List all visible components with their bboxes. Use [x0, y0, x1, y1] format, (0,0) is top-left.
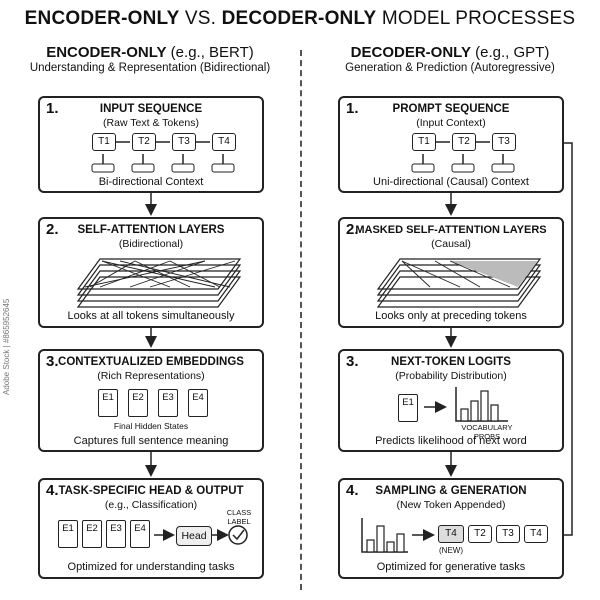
- encoder-step-1-number: 1.: [46, 100, 59, 117]
- encoder-step-2-box: 2. SELF-ATTENTION LAYERS (Bidirectional)…: [38, 217, 264, 328]
- encoder-step-4-box: 4. TASK-SPECIFIC HEAD & OUTPUT (e.g., Cl…: [38, 478, 264, 579]
- title-vs: VS.: [179, 8, 222, 29]
- encoder-step-3-box: 3. CONTEXTUALIZED EMBEDDINGS (Rich Repre…: [38, 349, 264, 452]
- decoder-heading-bold: DECODER-ONLY: [350, 44, 471, 61]
- encoder-step-4-caption: Optimized for understanding tasks: [67, 561, 235, 573]
- decoder-token-t1: T1: [412, 133, 436, 151]
- vocab-probability-chart: [424, 387, 508, 422]
- encoder-context-arrows: [91, 154, 235, 173]
- page-title: ENCODER-ONLY VS. DECODER-ONLY MODEL PROC…: [0, 8, 600, 30]
- decoder-step-4-caption: Optimized for generative tasks: [376, 561, 526, 573]
- decoder-step-4-number: 4.: [346, 482, 359, 499]
- class-label: CLASS LABEL: [226, 508, 252, 526]
- decoder-token-t2: T2: [452, 133, 476, 151]
- decoder-subheading: Generation & Prediction (Autoregressive): [345, 62, 555, 74]
- encoder-output-embedding-e2: E2: [82, 520, 102, 548]
- decoder-step-1-title: PROMPT SEQUENCE: [392, 103, 510, 115]
- title-rest: MODEL PROCESSES: [376, 8, 576, 29]
- encoder-embedding-e3: E3: [158, 389, 178, 417]
- decoder-step-1-caption: Uni-directional (Causal) Context: [373, 176, 529, 188]
- title-encoder: ENCODER-ONLY: [24, 8, 180, 29]
- encoder-heading-rest: (e.g., BERT): [166, 44, 254, 61]
- decoder-step-3-box: 3. NEXT-TOKEN LOGITS (Probability Distri…: [338, 349, 564, 452]
- encoder-token-t2: T2: [132, 133, 156, 151]
- encoder-head-arrows: [154, 525, 248, 545]
- encoder-step-1-box: 1. INPUT SEQUENCE (Raw Text & Tokens) T1…: [38, 96, 264, 193]
- encoder-step-1-caption: Bi-directional Context: [98, 176, 204, 188]
- decoder-gen-token-t3: T3: [496, 525, 520, 543]
- decoder-gen-token-t4: T4: [524, 525, 548, 543]
- decoder-step-3-number: 3.: [346, 353, 359, 370]
- sampling-chart: [361, 518, 435, 553]
- mask-region: [450, 261, 538, 287]
- decoder-feedback-loop-arrow: [547, 137, 573, 536]
- head-block: Head: [176, 526, 212, 546]
- decoder-step-4-title: SAMPLING & GENERATION: [375, 485, 527, 497]
- encoder-step-4-title: TASK-SPECIFIC HEAD & OUTPUT: [58, 485, 244, 497]
- encoder-embedding-e1: E1: [98, 389, 118, 417]
- encoder-step-1-title: INPUT SEQUENCE: [99, 103, 203, 115]
- encoder-step-1-subtitle: (Raw Text & Tokens): [103, 117, 199, 129]
- decoder-heading-rest: (e.g., GPT): [470, 44, 550, 61]
- decoder-step-3-caption: Predicts likelihood of next word: [375, 435, 527, 447]
- encoder-step-2-caption: Looks at all tokens simultaneously: [67, 310, 235, 322]
- decoder-step-3-subtitle: (Probability Distribution): [395, 370, 507, 382]
- decoder-column-header: DECODER-ONLY (e.g., GPT) Generation & Pr…: [305, 44, 595, 74]
- decoder-step-1-number: 1.: [346, 100, 359, 117]
- encoder-hidden-states-label: Final Hidden States: [113, 421, 189, 431]
- encoder-attention-layers-graphic: [76, 258, 242, 308]
- decoder-step-2-caption: Looks only at preceding tokens: [375, 310, 527, 322]
- decoder-embedding-e1: E1: [398, 394, 418, 422]
- decoder-step-2-box: 2. MASKED SELF-ATTENTION LAYERS (Causal)…: [338, 217, 564, 328]
- encoder-token-t1: T1: [92, 133, 116, 151]
- encoder-embedding-e2: E2: [128, 389, 148, 417]
- encoder-step-3-subtitle: (Rich Representations): [97, 370, 205, 382]
- encoder-output-embedding-e3: E3: [106, 520, 126, 548]
- decoder-step-4-box: 4. SAMPLING & GENERATION (New Token Appe…: [338, 478, 564, 579]
- encoder-token-links: [91, 141, 235, 173]
- encoder-step-2-number: 2.: [46, 221, 59, 238]
- decoder-gen-token-t2: T2: [468, 525, 492, 543]
- column-divider: [300, 50, 302, 590]
- decoder-token-t3: T3: [492, 133, 516, 151]
- encoder-step-3-title: CONTEXTUALIZED EMBEDDINGS: [58, 356, 244, 368]
- encoder-token-t4: T4: [212, 133, 236, 151]
- decoder-step-2-title: MASKED SELF-ATTENTION LAYERS: [355, 224, 547, 236]
- encoder-output-embedding-e1: E1: [58, 520, 78, 548]
- encoder-output-embedding-e4: E4: [130, 520, 150, 548]
- decoder-step-2-subtitle: (Causal): [431, 238, 471, 250]
- encoder-step-4-subtitle: (e.g., Classification): [104, 499, 198, 511]
- decoder-step-4-subtitle: (New Token Appended): [396, 499, 506, 511]
- decoder-new-token-t4: T4: [438, 525, 464, 543]
- encoder-embedding-e4: E4: [188, 389, 208, 417]
- encoder-step-4-number: 4.: [46, 482, 59, 499]
- new-token-label: (NEW): [439, 546, 463, 555]
- encoder-step-2-title: SELF-ATTENTION LAYERS: [77, 224, 225, 236]
- decoder-masked-attention-graphic: [376, 258, 542, 308]
- decoder-step-2-number: 2.: [346, 221, 359, 238]
- decoder-step-3-title: NEXT-TOKEN LOGITS: [391, 356, 511, 368]
- encoder-heading-bold: ENCODER-ONLY: [46, 44, 167, 61]
- encoder-step-2-subtitle: (Bidirectional): [118, 238, 184, 250]
- decoder-step-1-box: 1. PROMPT SEQUENCE (Input Context) T1 T2…: [338, 96, 564, 193]
- encoder-step-3-caption: Captures full sentence meaning: [73, 435, 229, 447]
- title-decoder: DECODER-ONLY: [221, 8, 377, 29]
- encoder-token-t3: T3: [172, 133, 196, 151]
- decoder-step-1-subtitle: (Input Context): [416, 117, 486, 129]
- check-icon: [228, 525, 248, 545]
- stock-watermark: Adobe Stock | #865952645: [2, 298, 11, 395]
- vocab-probs-label: VOCABULARY PROBS: [461, 423, 513, 441]
- encoder-step-3-number: 3.: [46, 353, 59, 370]
- encoder-subheading: Understanding & Representation (Bidirect…: [29, 62, 271, 74]
- encoder-column-header: ENCODER-ONLY (e.g., BERT) Understanding …: [5, 44, 295, 74]
- decoder-token-links: [411, 141, 515, 173]
